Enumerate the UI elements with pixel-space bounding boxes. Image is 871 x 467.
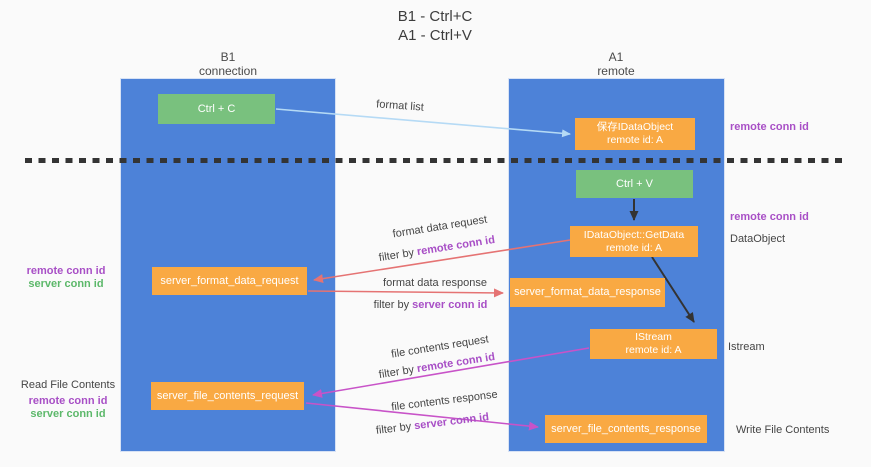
- server-format-data-response-label: server_format_data_response: [514, 286, 661, 298]
- left-server-conn-id-top: server conn id: [28, 278, 104, 290]
- filter-by-prefix-3: filter by: [378, 363, 418, 382]
- left-remote-conn-id-bottom: remote conn id: [28, 395, 108, 407]
- filter-by-server-conn-id-label-1: filter by server conn id: [358, 299, 503, 312]
- server-file-contents-request-label: server_file_contents_request: [156, 389, 299, 402]
- left-server-conn-id-bottom: server conn id: [30, 408, 106, 420]
- server-format-data-response-node: server_format_data_response: [510, 278, 665, 307]
- server-conn-id-text-1: server conn id: [412, 299, 488, 311]
- remote-conn-id-text-1: remote conn id: [416, 233, 496, 259]
- server-conn-id-text-2: server conn id: [413, 411, 490, 433]
- right-column-subtitle: remote: [597, 64, 635, 78]
- idataobject-getdata-line1: IDataObject::GetData: [583, 228, 685, 241]
- left-remote-conn-id-top: remote conn id: [26, 265, 106, 277]
- left-column-header: B1 connection: [168, 50, 288, 78]
- filter-by-server-conn-id-label-2: filter by server conn id: [360, 409, 506, 440]
- ctrl-v-node: Ctrl + V: [576, 170, 693, 198]
- right-column-header: A1 remote: [556, 50, 676, 78]
- ctrl-c-label: Ctrl + C: [197, 102, 236, 115]
- right-remote-conn-id-mid: remote conn id: [730, 211, 809, 223]
- filter-by-prefix-2: filter by: [373, 299, 413, 311]
- title-line-1: B1 - Ctrl+C: [397, 8, 473, 25]
- save-idataobject-line1: 保存IDataObject: [596, 121, 674, 133]
- server-format-data-request-node: server_format_data_request: [152, 267, 307, 295]
- filter-by-prefix-4: filter by: [375, 420, 415, 437]
- right-column-name: A1: [608, 50, 624, 64]
- diagram-title: B1 - Ctrl+C A1 - Ctrl+V: [350, 7, 520, 45]
- left-column-subtitle: connection: [198, 64, 258, 78]
- server-format-data-request-label: server_format_data_request: [160, 274, 299, 287]
- server-file-contents-request-node: server_file_contents_request: [151, 382, 304, 410]
- left-column-name: B1: [220, 50, 236, 64]
- istream-annotation: Istream: [728, 341, 765, 353]
- write-file-contents-annotation: Write File Contents: [736, 424, 830, 436]
- istream-line2: remote id: A: [625, 344, 682, 356]
- save-idataobject-line2: remote id: A: [606, 134, 664, 146]
- format-data-response-label: format data response: [383, 277, 487, 289]
- arrow-format-data-response: [307, 288, 504, 298]
- format-list-label: format list: [375, 98, 425, 114]
- save-idataobject-node: 保存IDataObject remote id: A: [575, 118, 695, 150]
- copy-paste-phase-divider: [25, 158, 846, 163]
- read-file-contents-annotation: Read File Contents: [20, 379, 116, 391]
- right-remote-conn-id-top: remote conn id: [730, 121, 809, 133]
- ctrl-c-node: Ctrl + C: [158, 94, 275, 124]
- filter-by-prefix-1: filter by: [378, 246, 418, 265]
- dataobject-annotation: DataObject: [730, 233, 786, 245]
- istream-node: IStream remote id: A: [590, 329, 717, 359]
- server-file-contents-response-label: server_file_contents_response: [551, 422, 701, 435]
- idataobject-getdata-line2: remote id: A: [605, 241, 663, 254]
- server-file-contents-response-node: server_file_contents_response: [545, 415, 707, 443]
- title-line-2: A1 - Ctrl+V: [398, 27, 472, 44]
- idataobject-getdata-node: IDataObject::GetData remote id: A: [570, 226, 698, 257]
- ctrl-v-label: Ctrl + V: [616, 177, 653, 190]
- istream-line1: IStream: [635, 331, 672, 343]
